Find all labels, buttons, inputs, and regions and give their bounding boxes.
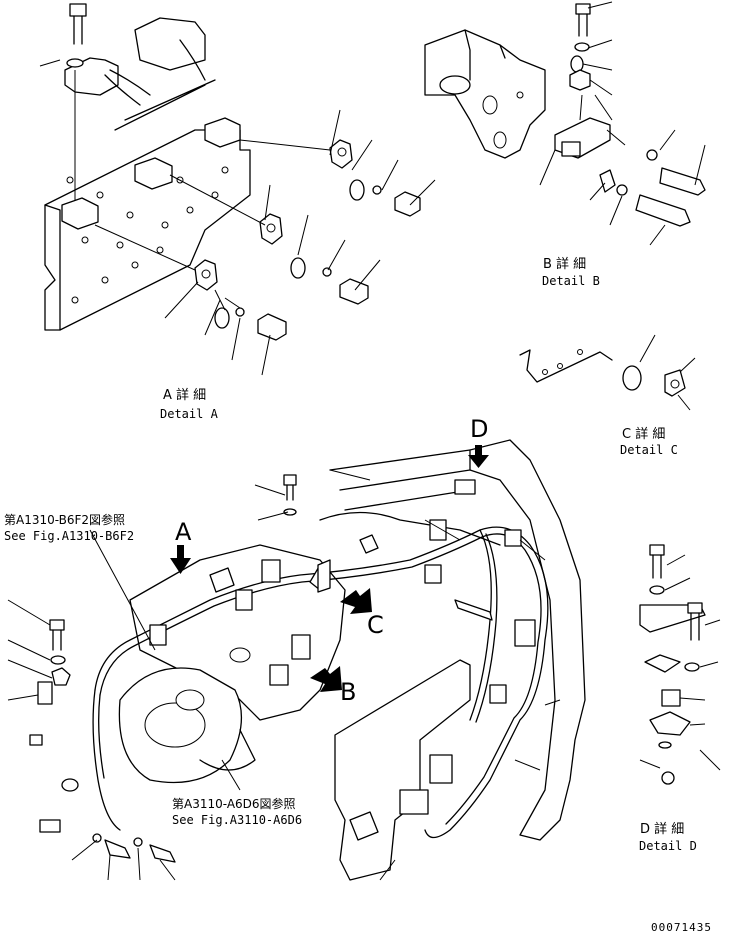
detail-b-title-jp: B 詳 細 [543,256,586,272]
view-arrow-a [170,545,191,574]
view-letter-a: A [175,518,192,546]
reference-1-en: See Fig.A1310-B6F2 [4,529,134,543]
detail-a-drawing [39,3,436,376]
detail-d-title-jp: D 詳 細 [640,821,684,837]
detail-c-title-jp: C 詳 細 [622,426,665,442]
main-assembly-drawing [7,439,586,881]
detail-d-title-en: Detail D [639,839,697,853]
reference-1-jp: 第A1310-B6F2図参照 [4,512,125,527]
view-arrow-b [310,666,342,692]
detail-d-drawing [639,544,721,785]
drawing-number: 00071435 [651,921,712,934]
detail-c-title-en: Detail C [620,443,678,457]
detail-c-drawing [519,334,696,411]
detail-a-title-jp: A 詳 細 [163,387,206,403]
view-letter-b: B [340,678,356,706]
detail-b-title-en: Detail B [542,274,600,288]
view-arrow-d [468,445,489,468]
view-letter-c: C [367,611,384,639]
view-arrow-c [340,588,372,614]
reference-2-jp: 第A3110-A6D6図参照 [172,796,296,811]
view-letter-d: D [470,415,488,443]
detail-b-drawing [424,1,706,246]
reference-2-en: See Fig.A3110-A6D6 [172,813,302,827]
detail-a-title-en: Detail A [160,407,219,421]
